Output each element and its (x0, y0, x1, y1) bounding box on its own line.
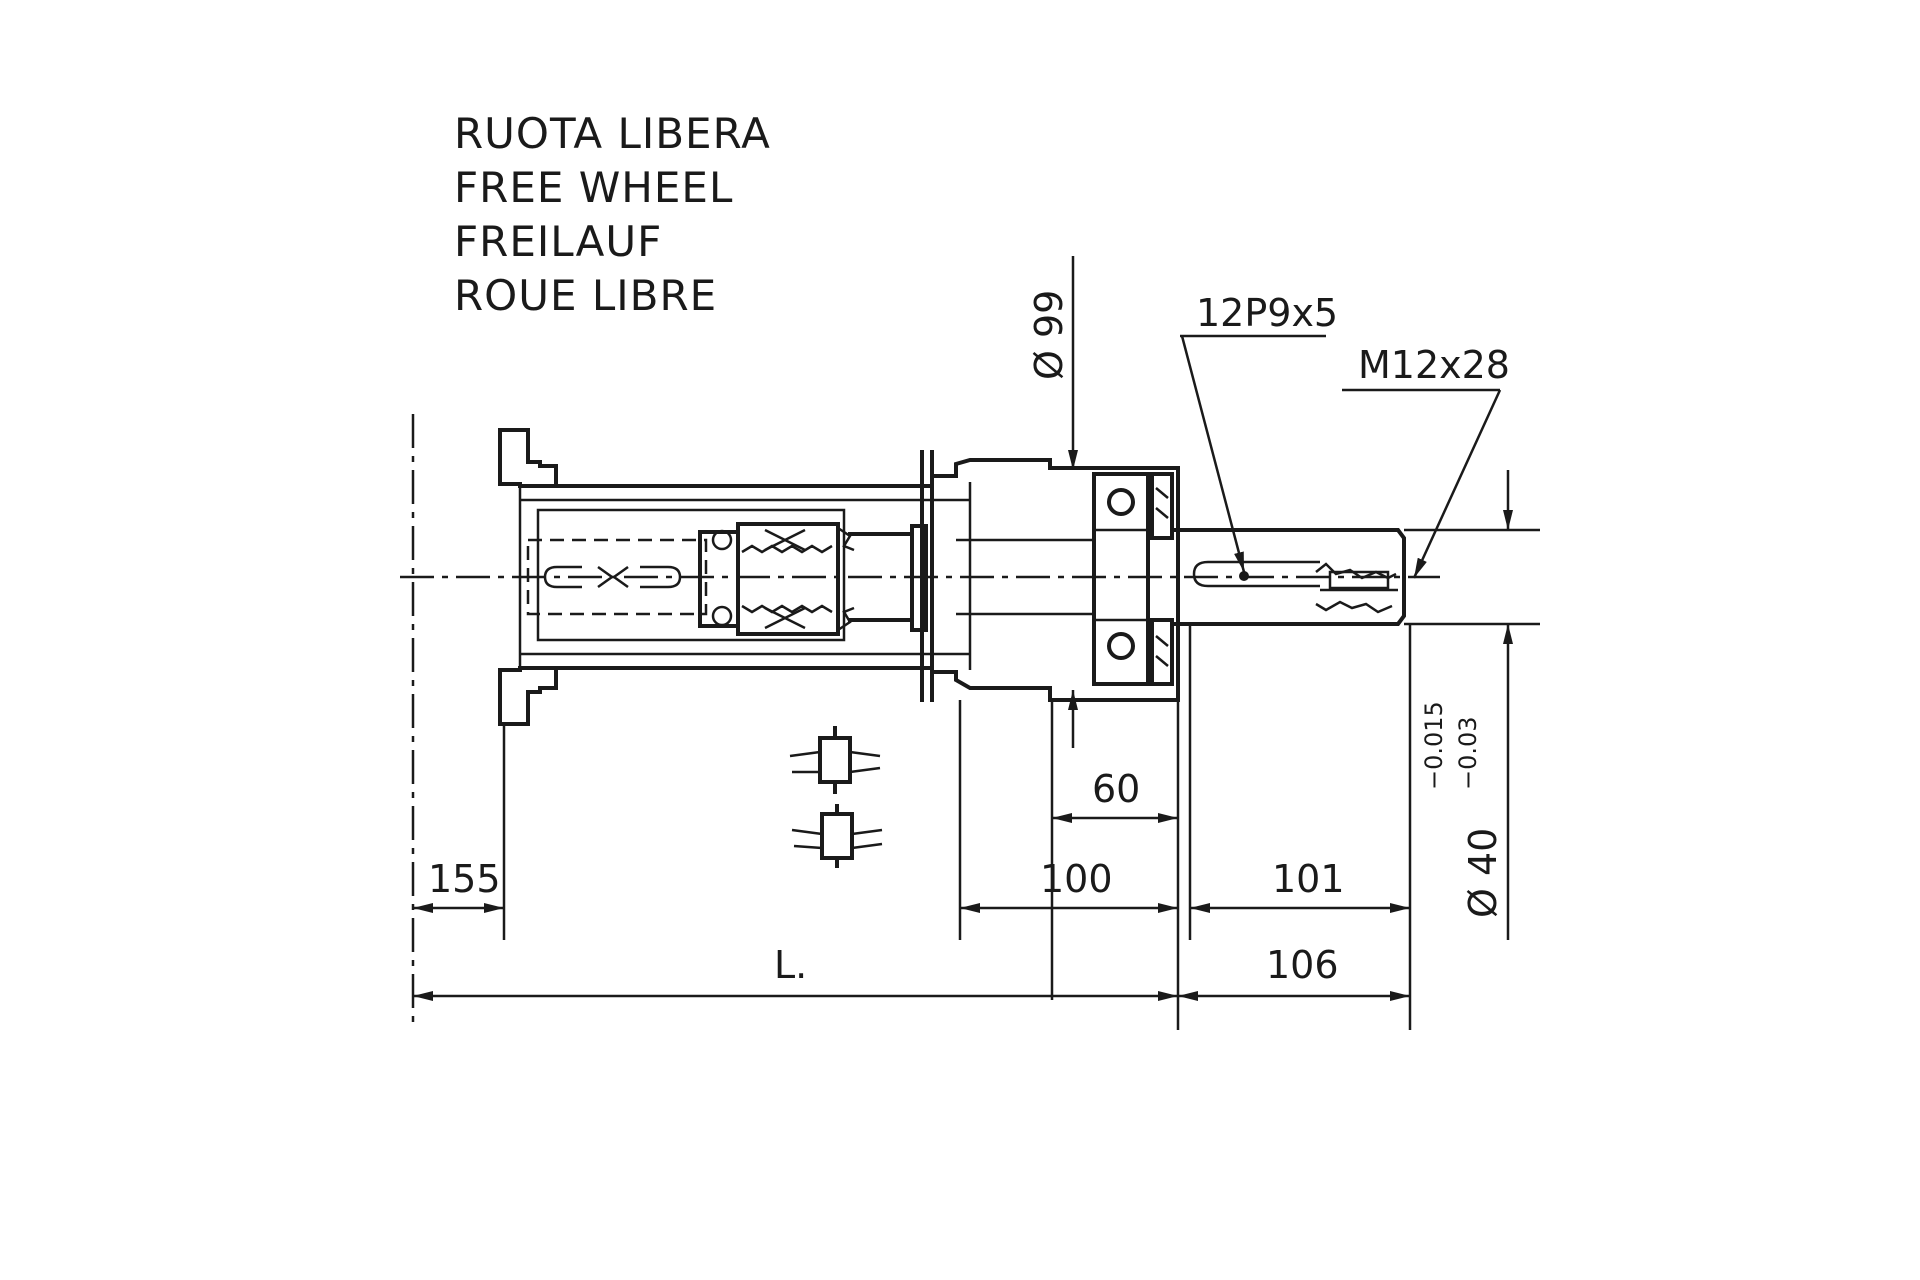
dim-101-label: 101 (1272, 857, 1345, 901)
thread-hole (1328, 570, 1390, 590)
dim-155-label: 155 (428, 857, 501, 901)
hidden-slot (526, 538, 708, 616)
dimensions: 155 L. 100 60 101 106 Ø 99 Ø 40 −0.015 −… (411, 256, 1540, 1030)
dim-dia99-label: Ø 99 (1027, 290, 1071, 380)
keyway (1192, 560, 1320, 588)
title-block: RUOTA LIBERA FREE WHEEL FREILAUF ROUE LI… (454, 109, 771, 320)
slot-detail-right (640, 565, 682, 589)
slot-detail-left (543, 565, 582, 589)
callout-thread-label: M12x28 (1358, 343, 1510, 387)
callout-key-label: 12P9x5 (1196, 291, 1338, 335)
dim-L-label: L. (774, 943, 807, 987)
title-line-fr: ROUE LIBRE (454, 271, 717, 320)
callouts: 12P9x5 M12x28 (1180, 291, 1510, 579)
key-symbol-bottom (791, 804, 883, 868)
flange-top (498, 428, 558, 488)
dim-106-label: 106 (1266, 943, 1339, 987)
callout-thread-leader (1412, 389, 1502, 579)
hub-housing (930, 458, 1180, 702)
title-line-de: FREILAUF (454, 217, 662, 266)
inner-bore (536, 508, 846, 642)
dim-tolerance-upper: −0.015 (1420, 701, 1448, 790)
output-shaft (1170, 528, 1406, 626)
dim-60-label: 60 (1092, 767, 1140, 811)
title-line-en: FREE WHEEL (454, 163, 733, 212)
shaft-assembly (400, 428, 1440, 868)
flange-bottom (498, 666, 558, 726)
freewheel-clutch (698, 522, 914, 636)
ball-bearing (1092, 472, 1174, 686)
title-line-it: RUOTA LIBERA (454, 109, 771, 158)
key-symbol-top (789, 726, 881, 794)
callout-key-leader (1180, 335, 1246, 573)
dim-dia40-label: Ø 40 (1461, 828, 1505, 918)
dim-100-label: 100 (1040, 857, 1113, 901)
dim-tolerance-lower: −0.03 (1454, 716, 1482, 790)
